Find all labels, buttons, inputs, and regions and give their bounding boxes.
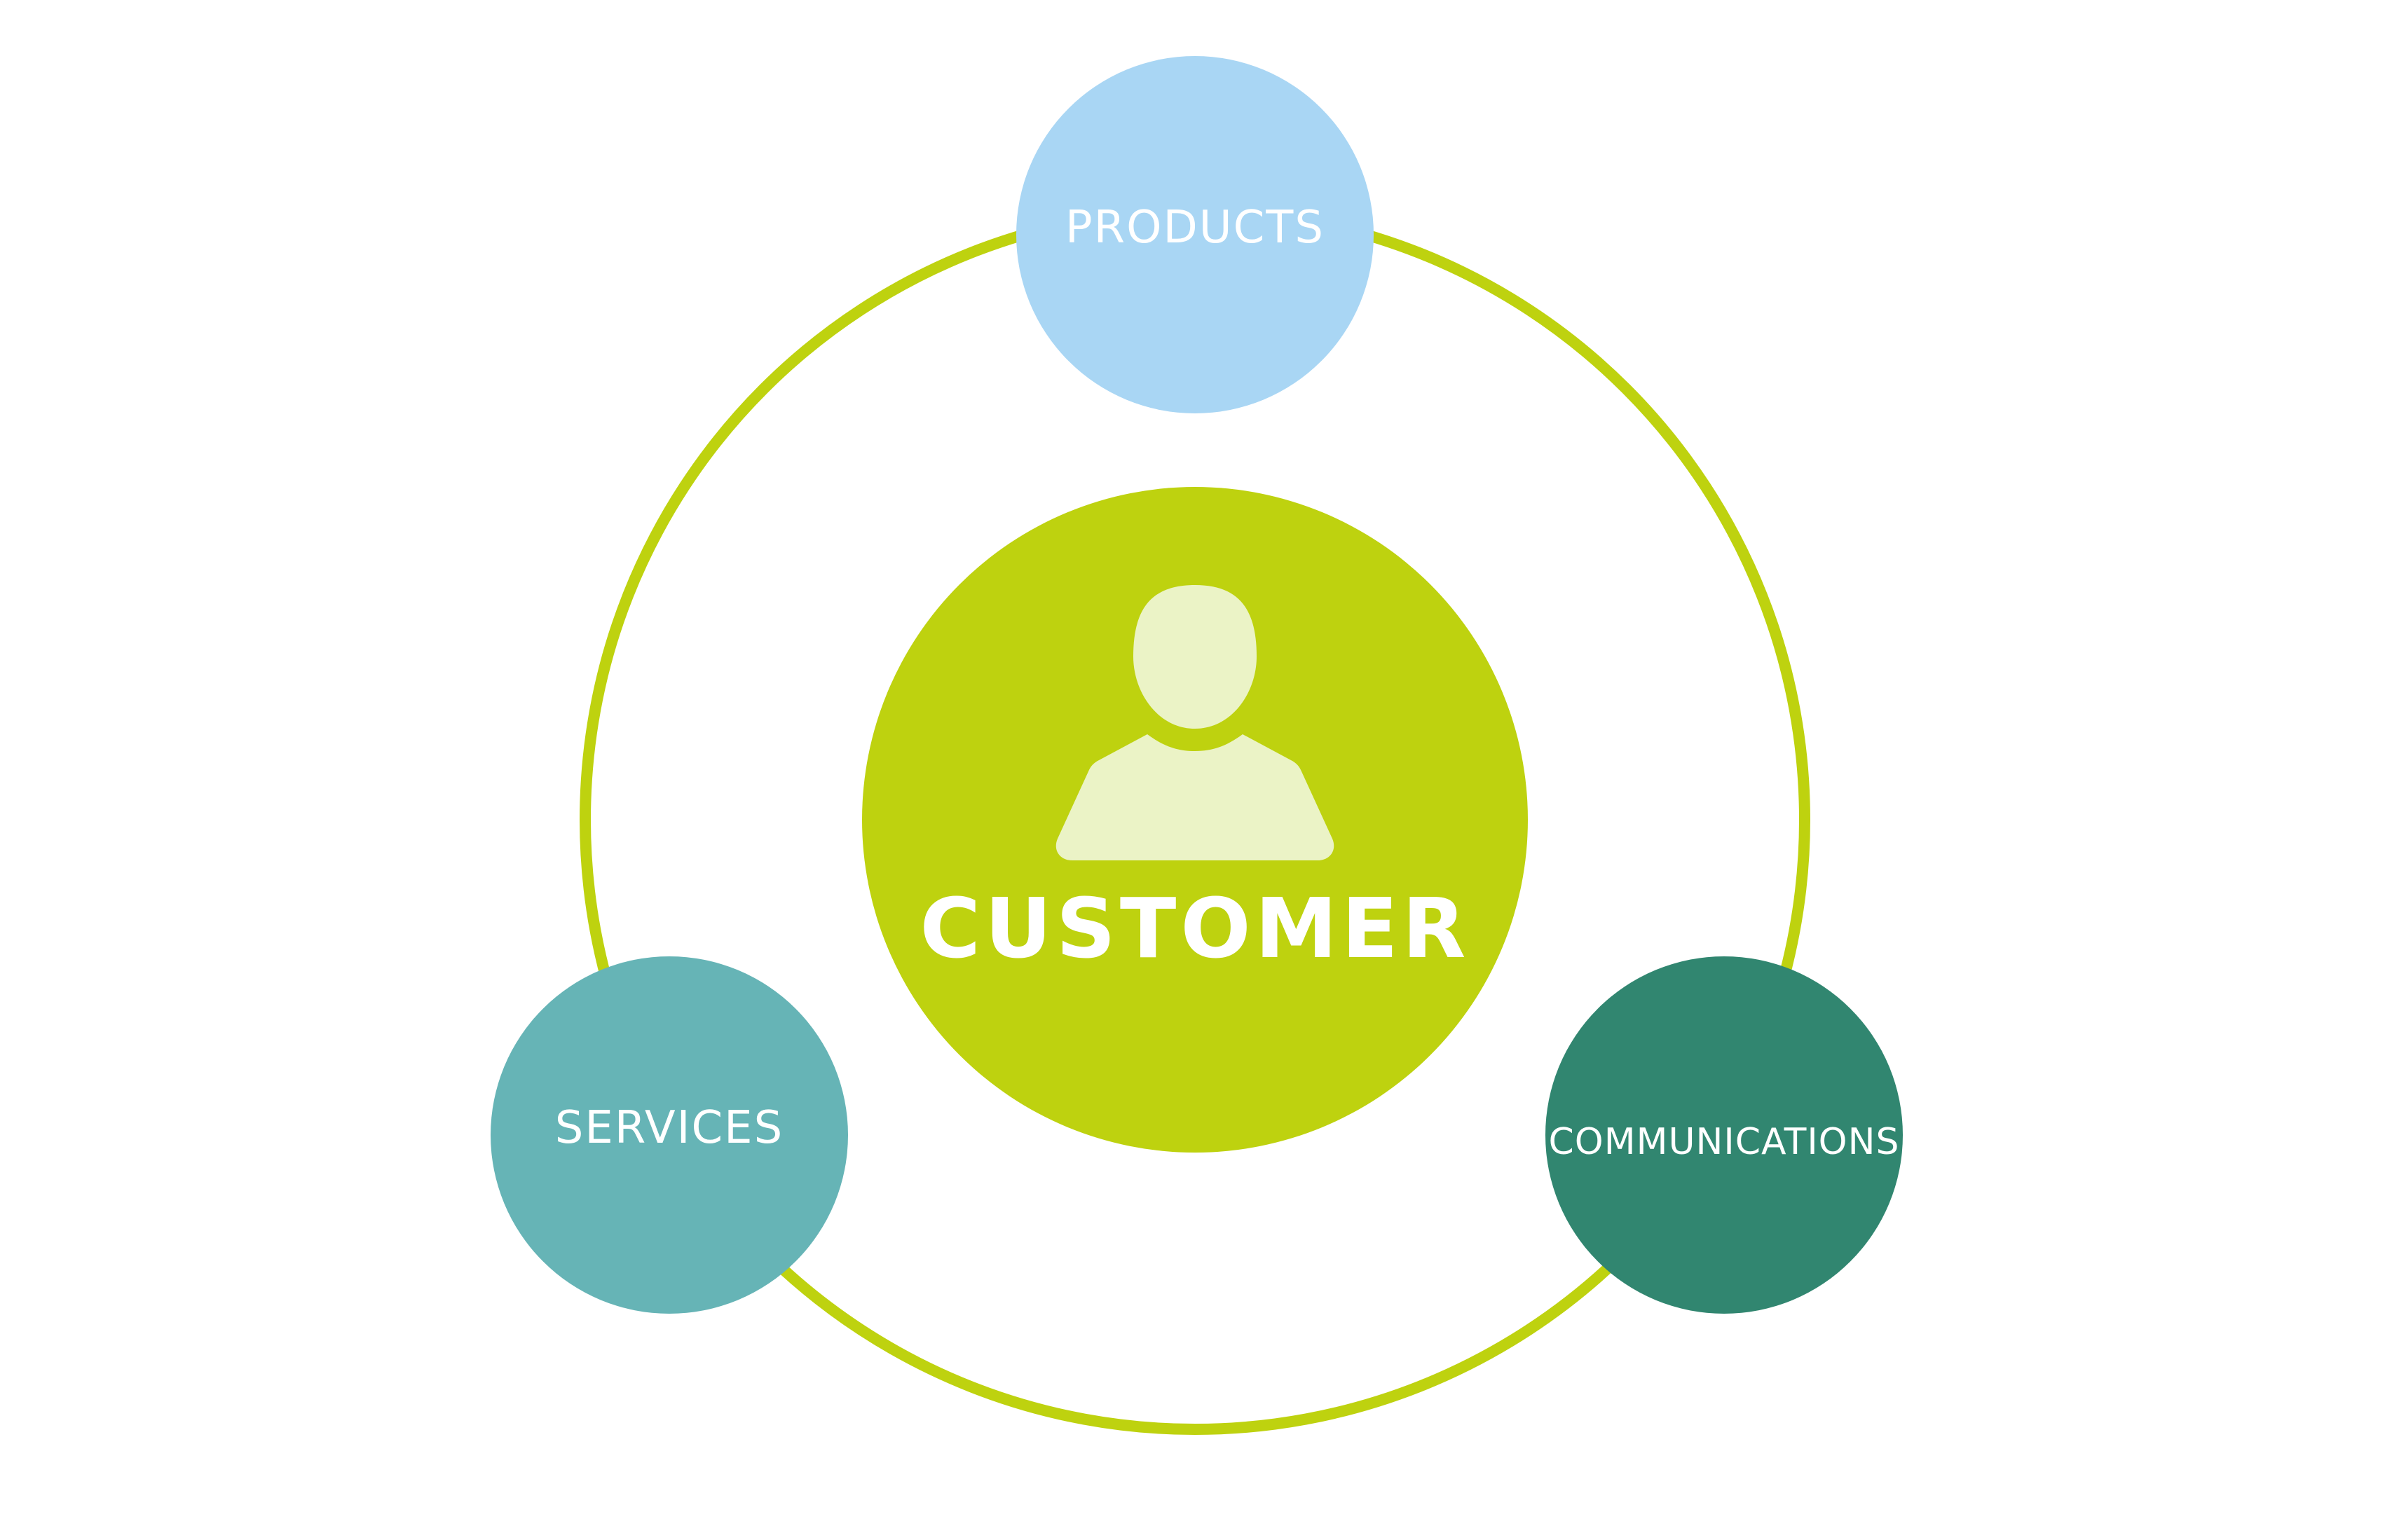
services-circle bbox=[491, 956, 848, 1314]
person-icon bbox=[1055, 585, 1334, 860]
customer-label: CUSTOMER bbox=[920, 880, 1470, 977]
services-label: SERVICES bbox=[554, 1102, 784, 1154]
products-label: PRODUCTS bbox=[1065, 202, 1325, 254]
products-circle bbox=[1016, 56, 1374, 413]
communications-label: COMMUNICATIONS bbox=[1548, 1121, 1900, 1163]
communications-circle bbox=[1545, 956, 1903, 1314]
